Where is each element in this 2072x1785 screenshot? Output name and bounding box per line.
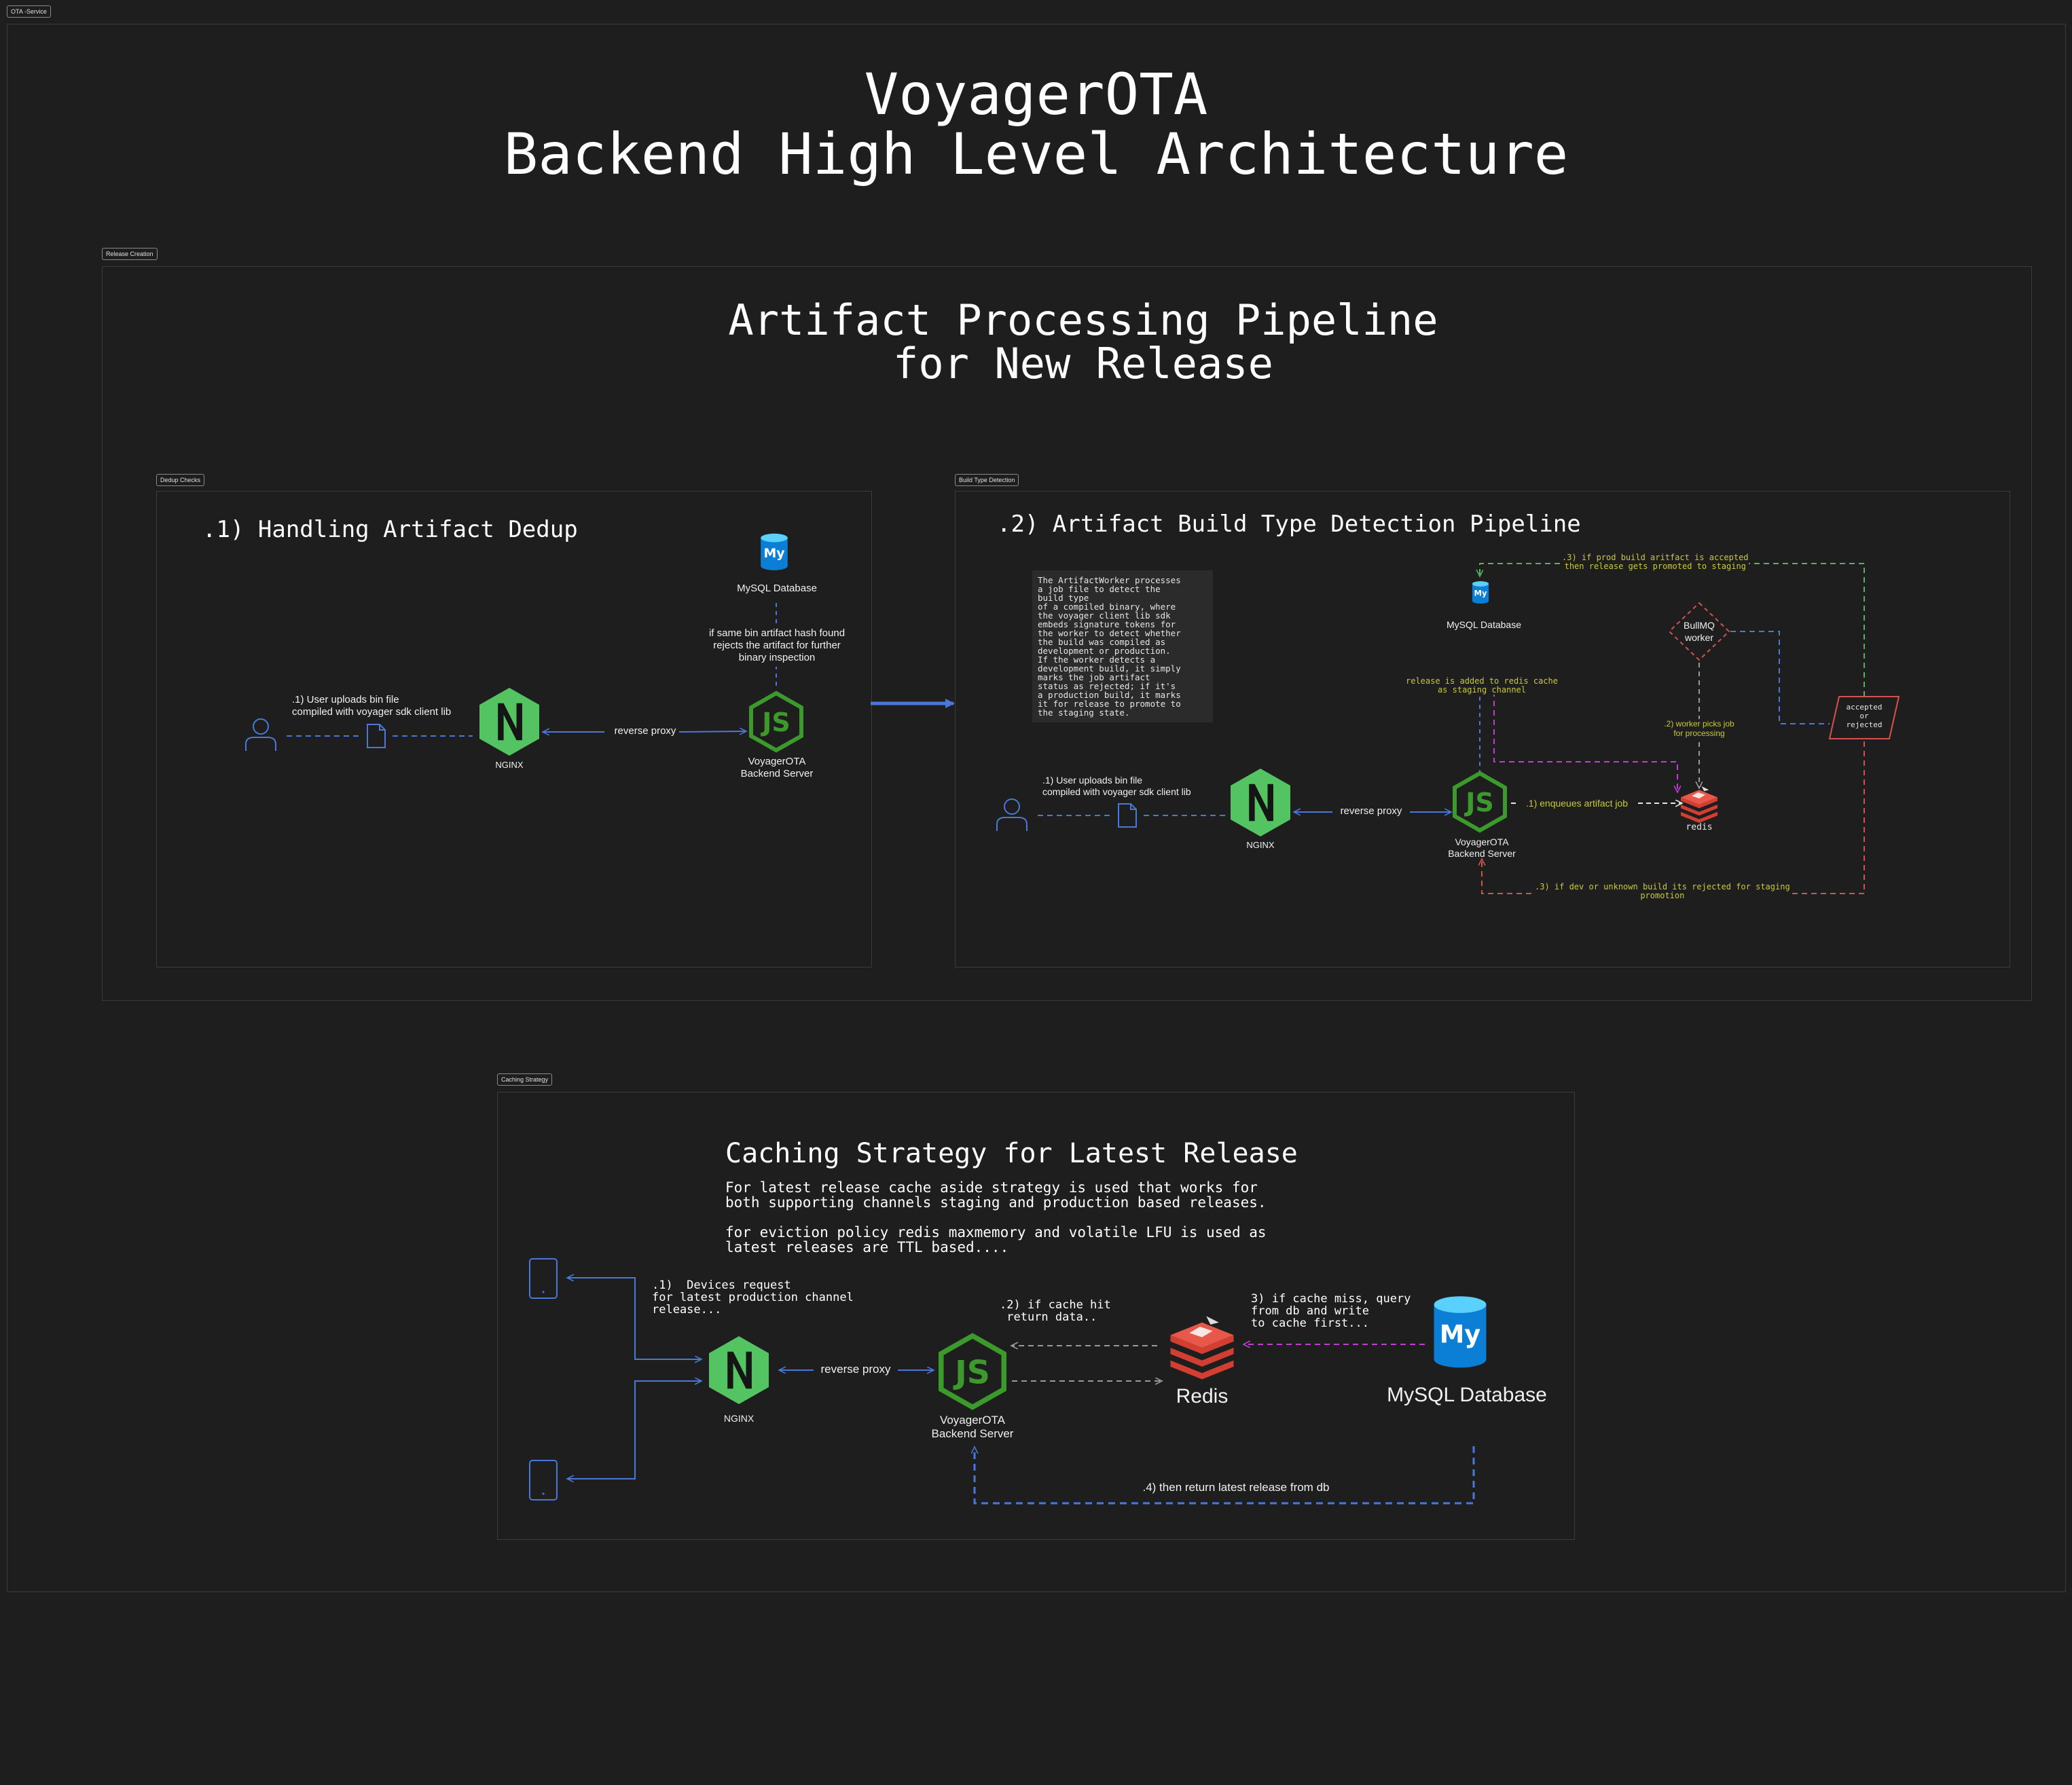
device-icon-top <box>529 1258 558 1299</box>
cache-mysql-icon <box>1434 1296 1487 1368</box>
cache-hit-note: .2) if cache hit return data.. <box>1000 1298 1111 1324</box>
cache-return-note: .4) then return latest release from db <box>1142 1481 1330 1494</box>
device-icon-bottom <box>529 1460 558 1501</box>
build-redis-icon <box>1681 786 1717 823</box>
dedup-proxy-label: reverse proxy <box>614 725 676 737</box>
build-user-icon <box>996 798 1028 832</box>
dedup-mysql-label: MySQL Database <box>737 583 817 594</box>
cache-mysql-label: MySQL Database <box>1387 1384 1547 1406</box>
cache-node-icon <box>941 1336 1004 1407</box>
build-proxy-label: reverse proxy <box>1340 805 1402 817</box>
build-rejected-to-server <box>1482 741 1865 894</box>
redis-cache-note: release is added to redis cache as stagi… <box>1406 676 1558 695</box>
build-frame <box>955 491 2010 968</box>
build-heading: .2) Artifact Build Type Detection Pipeli… <box>997 511 1581 538</box>
cache-redis-icon <box>1170 1316 1234 1380</box>
page-title: VoyagerOTA Backend High Level Architectu… <box>0 65 2072 184</box>
build-mysql-icon <box>1472 581 1489 604</box>
bullmq-diamond <box>1668 602 1730 661</box>
dedup-user-icon <box>245 718 276 752</box>
page-title-line1: VoyagerOTA <box>864 61 1208 128</box>
reject-note: .3) if dev or unknown build its rejected… <box>1535 882 1790 900</box>
cache-nginx-label: NGINX <box>723 1413 755 1424</box>
dedup-frame <box>156 491 872 968</box>
build-file-icon <box>1118 803 1137 828</box>
build-mysql-label: MySQL Database <box>1447 619 1521 630</box>
release-frame-tag: Release Creation <box>102 248 158 260</box>
pipeline-title-line2: for New Release <box>893 339 1273 388</box>
dedup-node-icon <box>751 693 801 750</box>
build-node-icon <box>1455 773 1505 830</box>
release-frame <box>102 266 2032 1001</box>
page-title-line2: Backend High Level Architecture <box>503 121 1569 187</box>
caching-para2: for eviction policy redis maxmemory and … <box>725 1224 1267 1255</box>
build-nginx-icon <box>1231 769 1290 836</box>
dedup-proxy-arrow-right <box>678 731 746 732</box>
dedup-nginx-label: NGINX <box>495 760 524 770</box>
dedup-upload-note: .1) User uploads bin file compiled with … <box>292 694 452 718</box>
cache-nginx-icon <box>709 1336 769 1404</box>
build-frame-tag: Build Type Detection <box>955 474 1019 486</box>
enqueue-note: .1) enqueues artifact job <box>1525 798 1629 809</box>
dedup-hash-note: if same bin artifact hash found rejects … <box>689 627 865 664</box>
pipeline-title-line1: Artifact Processing Pipeline <box>728 295 1438 345</box>
cache-device2-arrow <box>568 1380 699 1479</box>
dedup-file-icon <box>367 724 386 748</box>
dedup-heading: .1) Handling Artifact Dedup <box>202 516 578 543</box>
caching-heading: Caching Strategy for Latest Release <box>725 1138 1298 1169</box>
caching-para1: For latest release cache aside strategy … <box>725 1179 1267 1211</box>
worker-note: The ArtifactWorker processes a job file … <box>1032 570 1213 722</box>
decision-label: accepted or rejected <box>1846 703 1883 729</box>
outer-frame <box>7 24 2066 1592</box>
build-upload-note: .1) User uploads bin file compiled with … <box>1042 775 1191 797</box>
devices-note: .1) Devices request for latest productio… <box>652 1278 854 1317</box>
build-server-label: VoyagerOTA Backend Server <box>1448 836 1516 859</box>
dedup-server-label: VoyagerOTA Backend Server <box>740 756 814 779</box>
dedup-frame-tag: Dedup Checks <box>156 474 205 486</box>
cache-db-return <box>975 1446 1475 1505</box>
dedup-mysql-icon <box>761 533 788 570</box>
pipeline-title: Artifact Processing Pipeline for New Rel… <box>645 299 1521 386</box>
build-redis-label: redis <box>1686 822 1713 832</box>
build-magenta-to-redis <box>1493 691 1677 792</box>
cache-miss-note: 3) if cache miss, query from db and writ… <box>1251 1292 1411 1330</box>
dedup-nginx-icon <box>479 688 539 756</box>
caching-frame-tag: Caching Strategy <box>497 1073 553 1086</box>
cache-server-label: VoyagerOTA Backend Server <box>931 1414 1014 1440</box>
build-nginx-label: NGINX <box>1246 840 1275 850</box>
prod-accept-note: .3) if prod build aritfact is accepted t… <box>1562 553 1749 571</box>
cache-proxy-label: reverse proxy <box>820 1363 891 1376</box>
outer-frame-tag: OTA -Service <box>7 5 51 18</box>
build-worker-to-decision <box>1730 631 1830 724</box>
cache-redis-label: Redis <box>1176 1385 1229 1407</box>
worker-pick-note: .2) worker picks job for processing <box>1650 719 1748 738</box>
bullmq-label: BullMQ worker <box>1684 620 1715 643</box>
caching-frame <box>497 1092 1575 1540</box>
decision-shape <box>1828 696 1900 739</box>
